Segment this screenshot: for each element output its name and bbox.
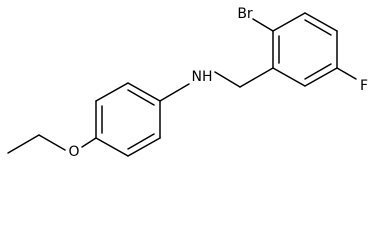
ring-bond [272,12,306,32]
bond-nitrogen-methylene [214,71,241,88]
ring-bond [127,137,161,157]
ring-bond [304,67,338,87]
ring-bond [95,82,129,102]
amine-label: NH [192,69,213,85]
ring-double-bond [304,63,332,80]
ring-double-bond [304,19,332,36]
bromine-label: Br [237,6,253,22]
bond-ring-nitrogen [159,83,190,102]
bond-ring-fluorine [336,67,357,80]
bond-ring-bromine [252,18,274,32]
ring-bond [304,12,338,32]
oxygen-label: O [68,144,79,157]
ethoxyphenyl-ring [95,82,161,157]
bond-methyl-methylene [7,134,40,154]
bond-oxygen-ring [81,137,97,148]
chemical-structure: Br NH F O [7,6,368,157]
bond-methylene-ring [239,67,274,88]
ring-double-bond [127,133,155,150]
ring-bond [127,82,161,102]
bond-methylene-oxygen [38,134,66,151]
ring-bond [272,67,306,87]
ring-bond [95,137,129,157]
fluorine-label: F [360,78,368,94]
ethyl-group [7,134,66,154]
ring-double-bond [127,89,155,106]
bromofluorophenyl-ring [272,12,338,87]
